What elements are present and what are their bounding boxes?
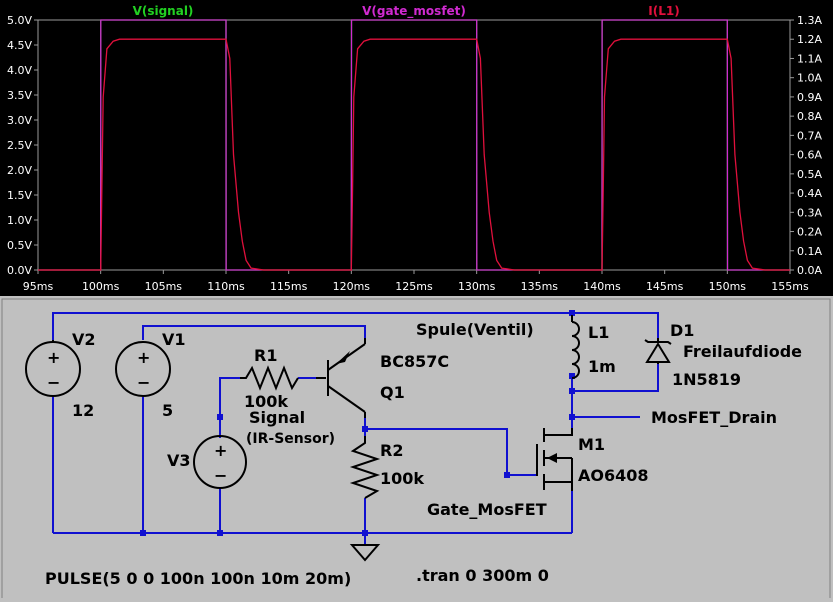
net-label-gate[interactable]: Gate_MosFET bbox=[427, 500, 547, 519]
diode-d1[interactable] bbox=[644, 338, 672, 364]
y-left-tick-label: 3.5V bbox=[7, 89, 32, 102]
l1-label: Spule(Ventil) bbox=[416, 320, 534, 339]
trace-label-gate[interactable]: V(gate_mosfet) bbox=[362, 4, 466, 19]
x-tick-label: 155ms bbox=[771, 280, 809, 293]
trace-i-l1 bbox=[38, 38, 790, 271]
r1-value: 100k bbox=[244, 392, 288, 411]
v3-minus: − bbox=[214, 466, 227, 485]
resistor-r1[interactable] bbox=[240, 365, 299, 391]
x-tick-label: 105ms bbox=[145, 280, 183, 293]
net-label-drain[interactable]: MosFET_Drain bbox=[651, 408, 777, 427]
y-right-tick-label: 0.1A bbox=[797, 245, 822, 258]
x-tick-label: 120ms bbox=[333, 280, 371, 293]
v3-plus: + bbox=[214, 441, 227, 460]
voltage-source-v1[interactable] bbox=[115, 341, 171, 397]
y-right-tick-label: 0.0A bbox=[797, 264, 822, 277]
y-right-tick-label: 0.5A bbox=[797, 168, 822, 181]
v2-name: V2 bbox=[72, 330, 96, 349]
tran-directive[interactable]: .tran 0 300m 0 bbox=[416, 566, 549, 585]
v1-plus: + bbox=[137, 348, 150, 367]
r2-value: 100k bbox=[380, 469, 424, 488]
y-left-tick-label: 4.0V bbox=[7, 64, 32, 77]
y-left-tick-label: 1.0V bbox=[7, 214, 32, 227]
ground-symbol[interactable] bbox=[349, 544, 381, 562]
y-right-tick-label: 0.4A bbox=[797, 187, 822, 200]
y-left-tick-label: 3.0V bbox=[7, 114, 32, 127]
y-left-tick-label: 2.0V bbox=[7, 164, 32, 177]
y-left-tick-label: 5.0V bbox=[7, 14, 32, 27]
y-right-tick-label: 1.0A bbox=[797, 72, 822, 85]
mosfet-m1[interactable] bbox=[536, 428, 573, 491]
v3-name: V3 bbox=[167, 451, 191, 470]
y-axis-left: 0.0V 0.5V 1.0V 1.5V 2.0V 2.5V 3.0V 3.5V 4.0V 4.5V… bbox=[7, 14, 38, 277]
x-tick-label: 135ms bbox=[521, 280, 559, 293]
y-right-tick-label: 0.6A bbox=[797, 149, 822, 162]
y-right-tick-label: 0.3A bbox=[797, 206, 822, 219]
x-axis: 95ms 100ms 105ms 110ms 115ms 120ms 125ms 130ms 1… bbox=[23, 270, 809, 293]
m1-name: M1 bbox=[578, 435, 605, 454]
trace-label-signal[interactable]: V(signal) bbox=[133, 4, 194, 18]
q1-model: BC857C bbox=[380, 352, 449, 371]
y-left-tick-label: 2.5V bbox=[7, 139, 32, 152]
x-tick-label: 150ms bbox=[709, 280, 747, 293]
x-tick-label: 130ms bbox=[458, 280, 496, 293]
v2-value: 12 bbox=[72, 401, 94, 420]
y-left-tick-label: 4.5V bbox=[7, 39, 32, 52]
net-label-signal[interactable]: Signal bbox=[249, 408, 305, 427]
l1-value: 1m bbox=[588, 357, 616, 376]
x-tick-label: 140ms bbox=[583, 280, 621, 293]
y-right-tick-label: 0.9A bbox=[797, 91, 822, 104]
r2-name: R2 bbox=[380, 441, 403, 460]
y-right-tick-label: 0.8A bbox=[797, 110, 822, 123]
r1-name: R1 bbox=[254, 346, 277, 365]
x-tick-label: 95ms bbox=[23, 280, 54, 293]
y-right-tick-label: 1.3A bbox=[797, 14, 822, 27]
v2-plus: + bbox=[47, 348, 60, 367]
y-right-tick-label: 0.2A bbox=[797, 226, 822, 239]
y-left-tick-label: 0.5V bbox=[7, 239, 32, 252]
traces bbox=[38, 19, 790, 271]
d1-label: Freilaufdiode bbox=[683, 342, 802, 361]
x-tick-label: 110ms bbox=[207, 280, 245, 293]
waveform-plot-pane[interactable]: 95ms 100ms 105ms 110ms 115ms 120ms 125ms 130ms 1… bbox=[0, 0, 833, 296]
y-right-tick-label: 1.2A bbox=[797, 33, 822, 46]
trace-label-current[interactable]: I(L1) bbox=[648, 4, 679, 18]
x-tick-label: 115ms bbox=[270, 280, 308, 293]
junction-dots bbox=[140, 310, 575, 536]
y-axis-right: 0.0A 0.1A 0.2A 0.3A 0.4A 0.5A 0.6A 0.7A 0.8A 0.9A… bbox=[790, 14, 822, 277]
y-left-tick-label: 0.0V bbox=[7, 264, 32, 277]
v1-value: 5 bbox=[162, 401, 173, 420]
m1-model: AO6408 bbox=[578, 466, 649, 485]
x-tick-label: 100ms bbox=[82, 280, 120, 293]
y-right-tick-label: 1.1A bbox=[797, 52, 822, 65]
inductor-l1[interactable] bbox=[571, 315, 580, 379]
d1-model: 1N5819 bbox=[672, 370, 741, 389]
x-tick-label: 145ms bbox=[646, 280, 684, 293]
d1-name: D1 bbox=[670, 321, 694, 340]
y-right-tick-label: 0.7A bbox=[797, 129, 822, 142]
v1-name: V1 bbox=[162, 330, 186, 349]
resistor-r2[interactable] bbox=[349, 436, 381, 499]
schematic-pane[interactable]: + − + − + − bbox=[0, 296, 833, 598]
v1-minus: − bbox=[137, 373, 150, 392]
y-left-tick-label: 1.5V bbox=[7, 189, 32, 202]
transistor-q1[interactable] bbox=[316, 338, 366, 418]
x-tick-label: 125ms bbox=[395, 280, 433, 293]
v2-minus: − bbox=[47, 373, 60, 392]
pulse-directive[interactable]: PULSE(5 0 0 100n 100n 10m 20m) bbox=[45, 569, 351, 588]
voltage-source-v3[interactable] bbox=[193, 435, 247, 489]
q1-name: Q1 bbox=[380, 383, 405, 402]
net-label-signal-sub: (IR-Sensor) bbox=[246, 431, 335, 447]
trace-v-gate-mosfet bbox=[38, 19, 790, 271]
voltage-source-v2[interactable] bbox=[25, 340, 81, 397]
plot-background bbox=[0, 0, 833, 296]
l1-name: L1 bbox=[588, 323, 609, 342]
